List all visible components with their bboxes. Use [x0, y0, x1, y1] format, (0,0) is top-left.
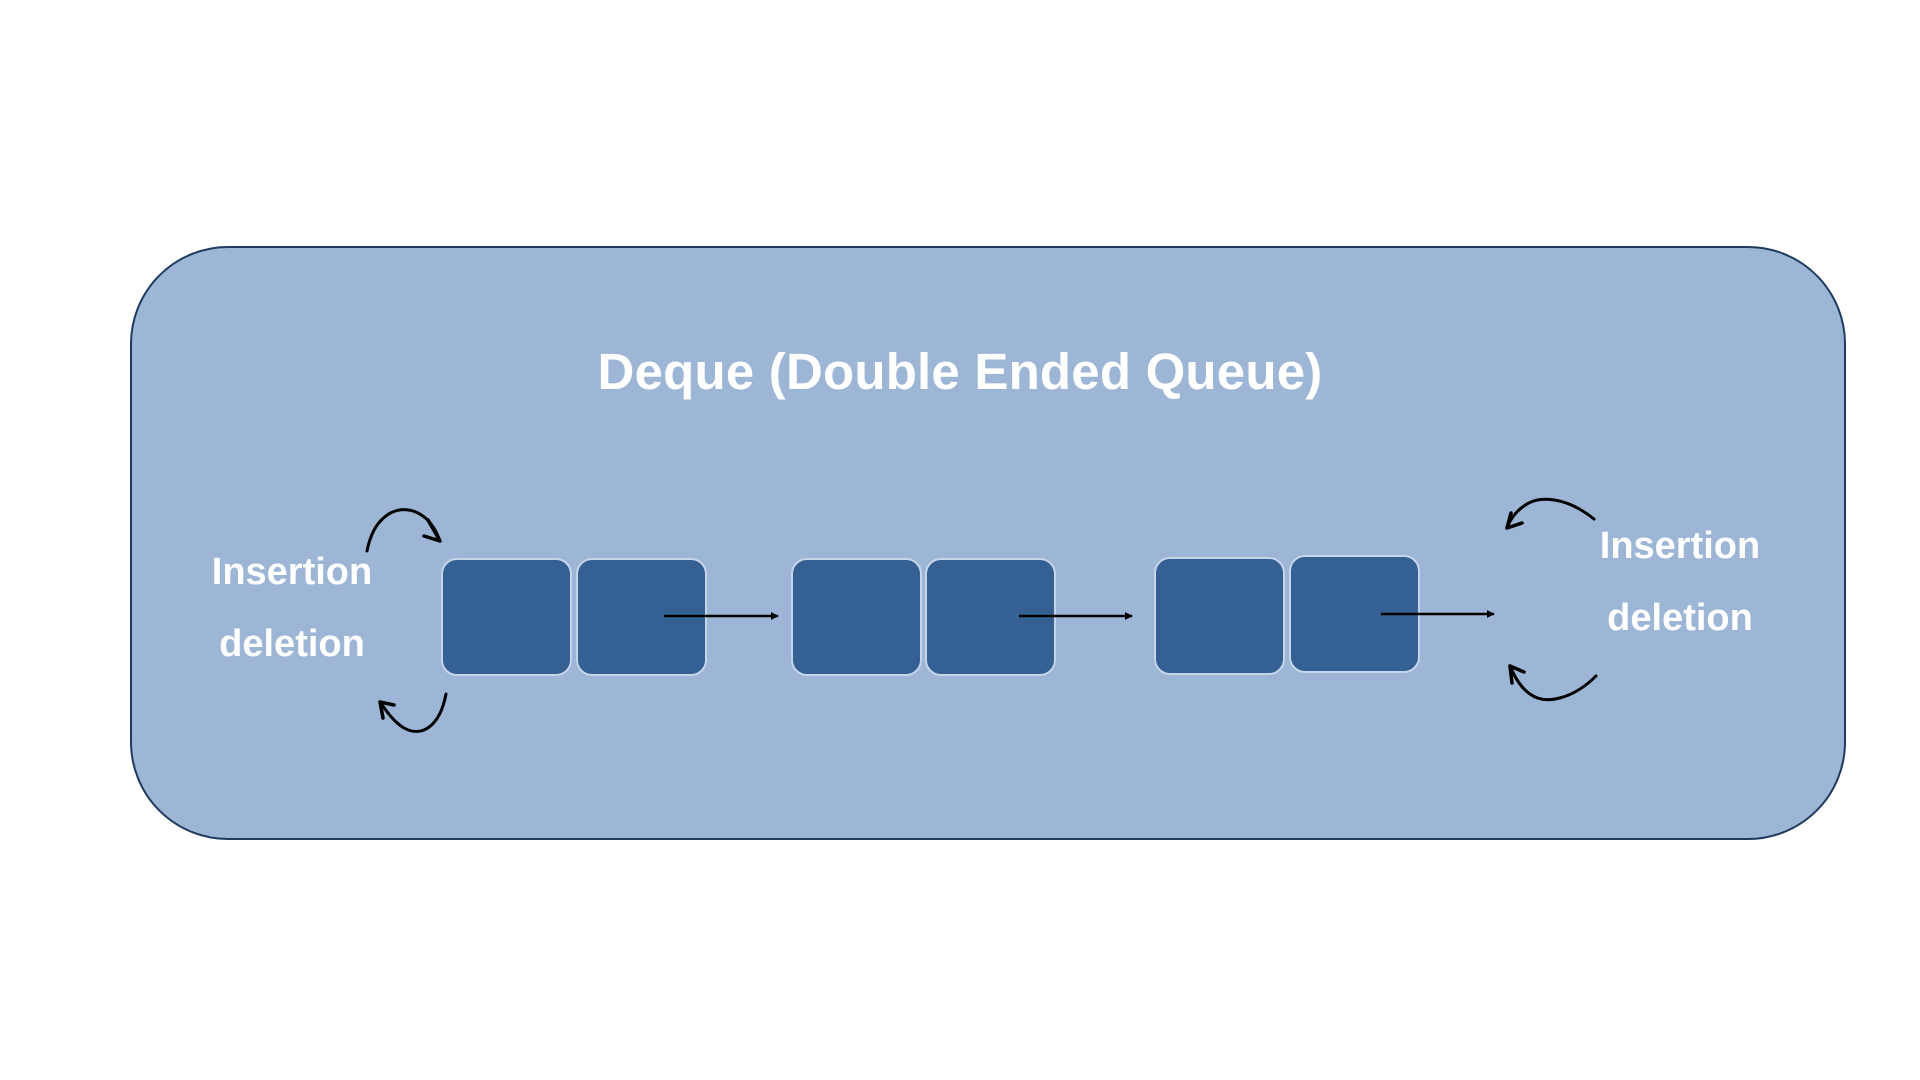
node-1-pointer-cell	[576, 558, 707, 676]
node-2-pointer-cell	[925, 558, 1056, 676]
node-1-data-cell	[441, 558, 572, 676]
left-deletion-label: deletion	[219, 623, 365, 665]
node-3-data-cell	[1154, 557, 1285, 675]
left-insertion-label: Insertion	[211, 551, 373, 593]
right-deletion-label: deletion	[1607, 597, 1753, 639]
right-insertion-label: Insertion	[1599, 525, 1761, 567]
node-2-data-cell	[791, 558, 922, 676]
diagram-title: Deque (Double Ended Queue)	[597, 343, 1323, 400]
node-3-pointer-cell	[1289, 555, 1420, 673]
